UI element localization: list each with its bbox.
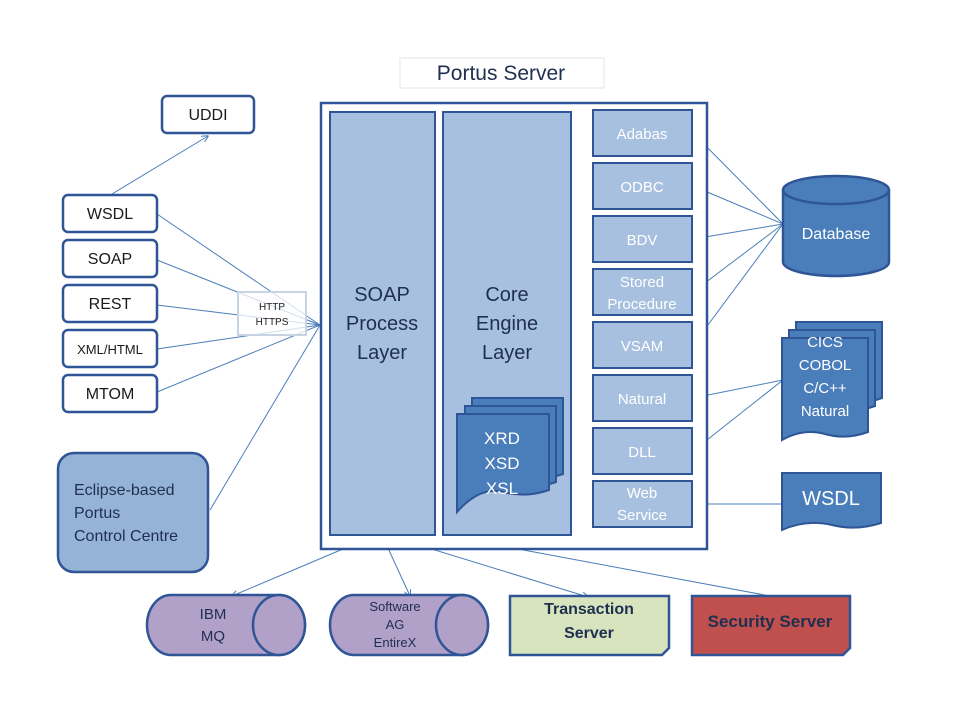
document-front [781, 337, 869, 442]
schema-doc-label: XSD [485, 454, 520, 473]
wsdl-document-label: WSDL [802, 488, 860, 510]
dll-adapter [592, 427, 693, 475]
core-layer-label: Layer [482, 342, 532, 364]
rest-protocol-box [61, 283, 159, 324]
adapter-label: Procedure [607, 296, 676, 313]
entirex-cylinder [328, 593, 490, 657]
database-cylinder [781, 174, 891, 278]
adapter-label: Natural [618, 391, 666, 408]
protocol-label: SOAP [88, 251, 132, 268]
control-centre-line: Control Centre [74, 528, 178, 545]
ibm-mq-cylinder [145, 593, 307, 657]
mtom-to-server-line [156, 324, 321, 393]
server-security-line [517, 548, 771, 597]
control-to-server-line [209, 324, 321, 511]
control-centre-line: Portus [74, 505, 120, 522]
wsdl-protocol-box [61, 193, 159, 234]
legacy-documents [781, 321, 883, 442]
adapter-label: Service [617, 507, 667, 524]
transaction-server-box [508, 594, 671, 657]
control-centre-line: Eclipse-based [74, 482, 175, 499]
protocol-label: REST [89, 296, 132, 313]
adapter-label: ODBC [620, 179, 664, 196]
diagram-title: Portus Server [437, 62, 565, 85]
uddi-label: UDDI [188, 107, 227, 124]
schema-documents [456, 397, 564, 515]
soap-layer-label: Layer [357, 342, 407, 364]
adapter-label: VSAM [621, 338, 664, 355]
ibm-mq-label: MQ [201, 628, 225, 645]
core-layer-label: Core [485, 284, 528, 306]
soap-layer-label: SOAP [354, 284, 410, 306]
vsam-adapter [592, 321, 693, 369]
legacy-doc-label: CICS [807, 334, 843, 351]
uddi-box [160, 94, 256, 135]
adapter-label: Web [627, 485, 658, 502]
soap-process-layer [329, 111, 436, 536]
mtom-protocol-box [61, 373, 159, 414]
http-label: HTTP [259, 302, 285, 313]
transaction-server-label: Transaction [544, 601, 634, 618]
adapter-boxes: Adabas ODBC BDV Stored Procedure VSAM Na… [592, 109, 693, 528]
wsdl-uddi-arrow [111, 136, 208, 195]
adapter-label: Stored [620, 274, 664, 291]
transaction-server-label: Server [564, 625, 614, 642]
adapter-label: Adabas [617, 126, 668, 143]
legacy-doc-label: Natural [801, 403, 849, 420]
legacy-doc-label: COBOL [799, 357, 852, 374]
protocol-label: XML/HTML [77, 342, 143, 357]
document-front [456, 413, 550, 515]
schema-doc-label: XSL [486, 479, 518, 498]
ibm-mq-label: IBM [200, 606, 227, 623]
web-service-adapter [592, 480, 693, 528]
soap-layer-label: Process [346, 313, 418, 335]
adabas-adapter [592, 109, 693, 157]
https-label: HTTPS [256, 317, 289, 328]
wsdl-document [781, 472, 882, 532]
protocol-boxes: WSDL SOAP REST XML/HTML MTOM [61, 193, 159, 414]
database-label: Database [802, 226, 871, 243]
protocol-label: WSDL [87, 206, 133, 223]
adapter-label: BDV [627, 232, 658, 249]
stored-procedure-adapter [592, 268, 693, 316]
xmlhtml-protocol-box [61, 328, 159, 369]
entirex-label: Software [369, 599, 420, 614]
protocol-label: MTOM [86, 386, 135, 403]
natural-adapter [592, 374, 693, 422]
legacy-doc-label: C/C++ [803, 380, 847, 397]
entirex-label: AG [386, 617, 405, 632]
schema-doc-label: XRD [484, 429, 520, 448]
http-label-box [237, 291, 307, 336]
security-server-box [690, 594, 852, 657]
bdv-adapter [592, 215, 693, 263]
odbc-adapter [592, 162, 693, 210]
adapter-label: DLL [628, 444, 656, 461]
entirex-label: EntireX [374, 635, 417, 650]
security-server-label: Security Server [708, 612, 833, 631]
core-layer-label: Engine [476, 313, 538, 335]
title-backdrop [399, 57, 605, 89]
control-centre-box [56, 451, 210, 574]
soap-protocol-box [61, 238, 159, 279]
